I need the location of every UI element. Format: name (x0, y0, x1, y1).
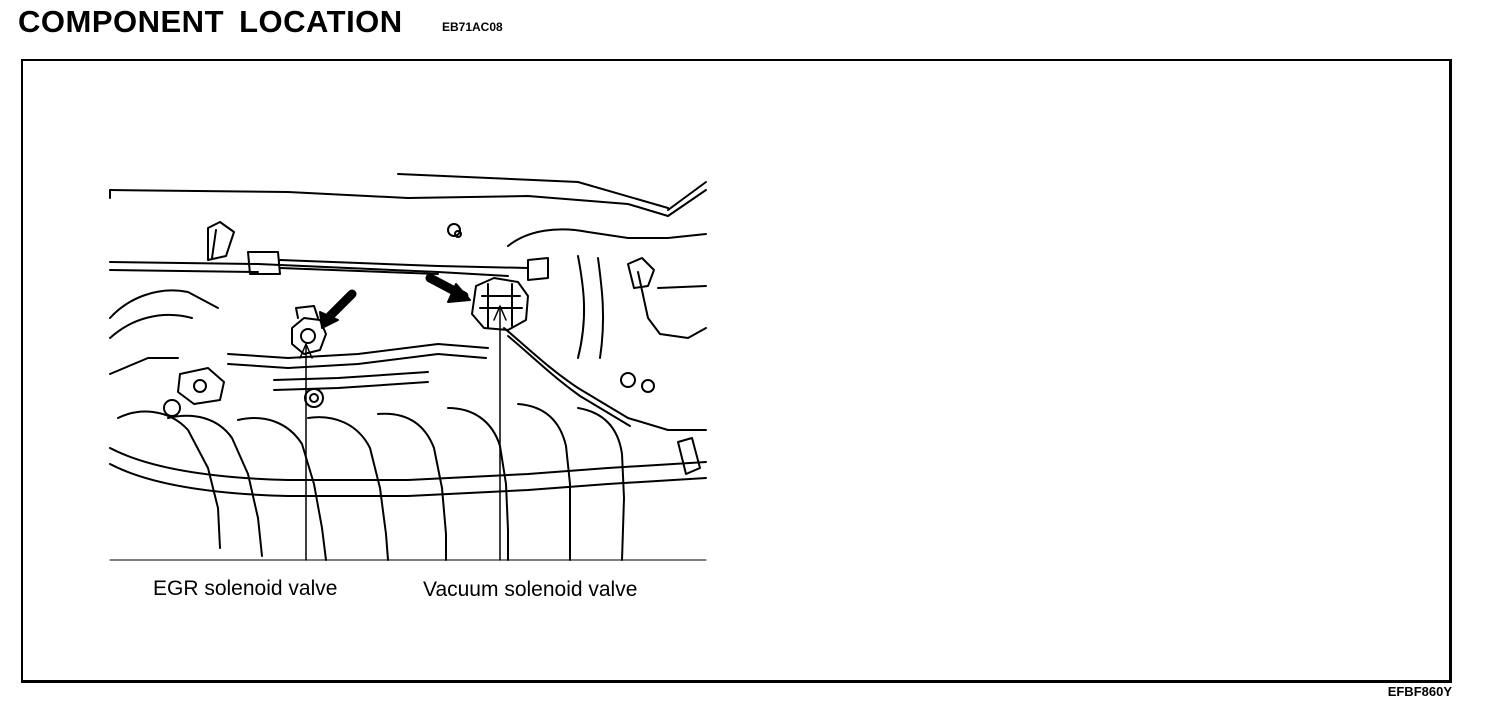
hood-edge (109, 189, 669, 217)
page-title: COMPONENT LOCATION (18, 4, 403, 39)
vacuum-solenoid-valve-label: Vacuum solenoid valve (423, 578, 638, 601)
egr-solenoid-valve-label: EGR solenoid valve (153, 577, 338, 600)
engine-illustration (109, 173, 707, 561)
section-code: EB71AC08 (442, 20, 503, 34)
figure-code: EFBF860Y (1387, 684, 1452, 699)
figure-frame (21, 59, 1452, 683)
